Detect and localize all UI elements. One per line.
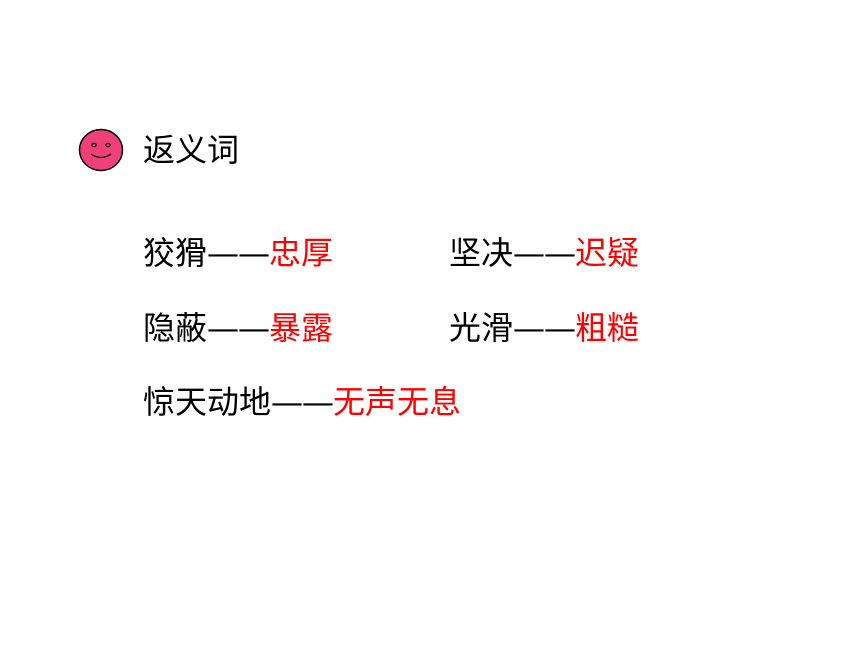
dash: —— [513,309,576,347]
antonym-pair: 坚决——迟疑 [449,231,639,275]
antonym-pair: 隐蔽——暴露 [143,306,333,350]
word: 隐蔽 [143,309,208,347]
antonym: 无声无息 [333,383,462,421]
antonym-pair: 光滑——粗糙 [449,306,639,350]
heading-title: 返义词 [143,131,240,169]
antonym: 迟疑 [575,234,640,272]
word: 坚决 [449,234,514,272]
dash: —— [513,234,576,272]
word: 光滑 [449,309,514,347]
dash: —— [207,309,270,347]
word: 狡猾 [143,234,208,272]
dash: —— [271,383,334,421]
antonym: 暴露 [269,309,334,347]
antonym: 忠厚 [269,234,334,272]
smiley-face-icon [78,128,124,172]
antonym: 粗糙 [575,309,640,347]
antonym-pair: 惊天动地——无声无息 [143,380,461,424]
antonym-pair: 狡猾——忠厚 [143,231,333,275]
word: 惊天动地 [143,383,272,421]
dash: —— [207,234,270,272]
